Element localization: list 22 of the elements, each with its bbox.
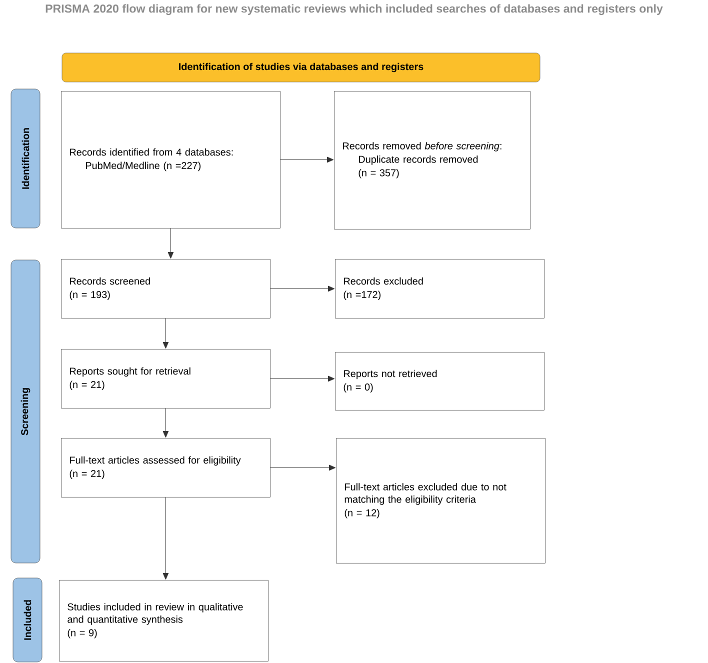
phase-label: Screening xyxy=(10,260,40,564)
process-box: Full-text articles excluded due to not matching the eligibility criteria (n = 12) xyxy=(336,438,546,564)
arrow xyxy=(270,376,335,382)
arrow xyxy=(162,497,169,580)
title: PRISMA 2020 flow diagram for new systematic reviews which included searches of databases and registers only xyxy=(46,4,663,16)
arrow xyxy=(270,286,335,292)
arrow xyxy=(162,318,169,349)
phase-label: Included xyxy=(12,578,42,662)
process-box: Reports sought for retrieval (n = 21) xyxy=(61,349,270,408)
process-box: Records identified from 4 databases: PubMed/Medline (n =227) xyxy=(61,91,280,228)
process-box: Full-text articles assessed for eligibility (n = 21) xyxy=(61,438,270,498)
process-box: Records excluded (n =172) xyxy=(335,259,544,318)
process-box: Reports not retrieved (n = 0) xyxy=(335,352,544,410)
process-box: Studies included in review in qualitative and quantitative synthesis (n = 9) xyxy=(59,580,268,662)
process-box: Records removed before screening: Duplicate records removed (n = 357) xyxy=(334,91,530,230)
arrow xyxy=(162,408,169,438)
phase-label: Identification xyxy=(10,88,40,228)
process-box: Records screened (n = 193) xyxy=(61,259,270,318)
arrow xyxy=(168,228,174,259)
banner: Identification of studies via databases and registers xyxy=(62,52,540,82)
arrow xyxy=(280,156,334,163)
arrow xyxy=(270,464,336,471)
